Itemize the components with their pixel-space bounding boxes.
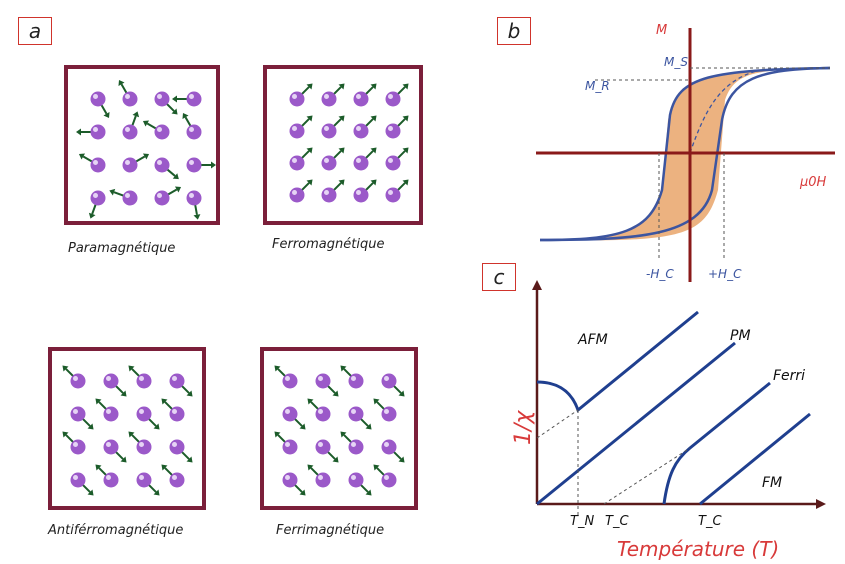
box-para-spin (154, 91, 178, 115)
box-antiferro-spin (62, 431, 86, 455)
box-para-spin (142, 120, 170, 140)
tc1-label: T_C (605, 514, 629, 529)
box-para-spin (90, 91, 110, 119)
hysteresis-lower-branch (539, 66, 831, 242)
box-para-spin (122, 111, 140, 140)
box-antiferro-spin (136, 472, 160, 496)
ferrimagnetic-box (260, 347, 418, 510)
hysteresis-plot: M μ0H M_S M_R -H_C +H_C (536, 23, 835, 282)
box-ferro-spin (385, 83, 409, 107)
box-antiferro-spin (95, 464, 119, 488)
tc2-label: T_C (698, 514, 722, 529)
box-antiferro-spin (169, 439, 193, 463)
box-antiferro-spin (95, 398, 119, 422)
box-antiferro-spin (103, 439, 127, 463)
box-antiferro-spin (70, 406, 94, 430)
panel-a-tag: a (18, 17, 52, 45)
virgin-curve (689, 69, 761, 154)
inverse-susceptibility-plot: AFM PM Ferri FM T_N T_C T_C 1/χ Températ… (511, 280, 826, 561)
box-antiferro-spin (103, 373, 127, 397)
box-antiferro-spin (128, 431, 152, 455)
box-ferri-spin (373, 398, 397, 422)
box-ferro-spin (353, 83, 377, 107)
box-ferri-spin (282, 406, 306, 430)
box-ferro-spin (353, 179, 377, 203)
ferri-curve (662, 381, 771, 505)
neg-hc-label: -H_C (646, 267, 674, 281)
box-para-spin (76, 124, 106, 140)
afm-label: AFM (577, 332, 608, 348)
box-ferro-spin (289, 147, 313, 171)
ms-label: M_S (664, 55, 688, 69)
box-ferro-spin (353, 147, 377, 171)
box-ferri-spin (340, 431, 364, 455)
box-antiferro-spin (70, 472, 94, 496)
ferri-label: Ferri (773, 368, 805, 384)
box-ferro-spin (353, 115, 377, 139)
box-ferro-spin (321, 179, 345, 203)
box-ferri-spin (340, 365, 364, 389)
box-para-spin (122, 153, 150, 173)
box-para-spin (186, 157, 216, 173)
antiferromagnetic-caption: Antiférromagnétique (48, 523, 184, 538)
box-ferro-spin (385, 179, 409, 203)
antiferromagnetic-box (48, 347, 206, 510)
box-ferri-spin (282, 472, 306, 496)
box-para-spin (118, 79, 138, 107)
mr-label: M_R (585, 79, 610, 93)
box-antiferro-spin (161, 464, 185, 488)
box-para-spin (172, 91, 202, 107)
box-ferri-spin (274, 365, 298, 389)
paramagnetic-box (64, 65, 220, 225)
box-antiferro-spin (62, 365, 86, 389)
box-ferro-spin (289, 115, 313, 139)
box-ferro-spin (321, 115, 345, 139)
box-ferro-spin (289, 179, 313, 203)
box-ferro-spin (385, 115, 409, 139)
pos-hc-label: +H_C (708, 267, 742, 281)
box-ferri-spin (348, 406, 372, 430)
tn-label: T_N (570, 514, 594, 529)
box-para-spin (154, 186, 182, 206)
box-ferri-spin (274, 431, 298, 455)
box-antiferro-spin (128, 365, 152, 389)
box-ferri-spin (315, 439, 339, 463)
ferrimagnetic-caption: Ferrimagnétique (276, 523, 385, 538)
box-para-spin (182, 112, 202, 140)
ferromagnetic-box (263, 65, 423, 225)
box-para-spin (78, 153, 106, 173)
box-antiferro-spin (169, 373, 193, 397)
box-ferri-spin (381, 439, 405, 463)
afm-curve (536, 310, 699, 413)
box-antiferro-spin (161, 398, 185, 422)
box-ferri-spin (348, 472, 372, 496)
box-para-spin (154, 157, 179, 180)
box-ferro-spin (321, 147, 345, 171)
fm-curve (699, 412, 811, 506)
box-ferri-spin (381, 373, 405, 397)
box-ferro-spin (321, 83, 345, 107)
paramagnetic-caption: Paramagnétique (68, 241, 176, 256)
pm-curve (536, 341, 736, 506)
b-x-label: μ0H (799, 175, 827, 190)
hysteresis-upper-branch (539, 66, 831, 242)
box-antiferro-spin (136, 406, 160, 430)
c-x-label: Température (T) (617, 537, 779, 561)
box-ferro-spin (385, 147, 409, 171)
panel-b-tag: b (497, 17, 531, 45)
fm-label: FM (762, 475, 782, 491)
box-ferri-spin (373, 464, 397, 488)
c-y-label: 1/χ (511, 410, 536, 445)
box-para-spin (88, 190, 106, 219)
pm-label: PM (730, 328, 751, 344)
box-ferri-spin (307, 464, 331, 488)
box-para-spin (109, 188, 138, 206)
box-ferro-spin (289, 83, 313, 107)
box-para-spin (186, 190, 202, 220)
b-y-label: M (656, 23, 667, 38)
box-ferri-spin (307, 398, 331, 422)
box-ferri-spin (315, 373, 339, 397)
ferromagnetic-caption: Ferromagnétique (272, 237, 385, 252)
panel-c-tag: c (482, 263, 516, 291)
